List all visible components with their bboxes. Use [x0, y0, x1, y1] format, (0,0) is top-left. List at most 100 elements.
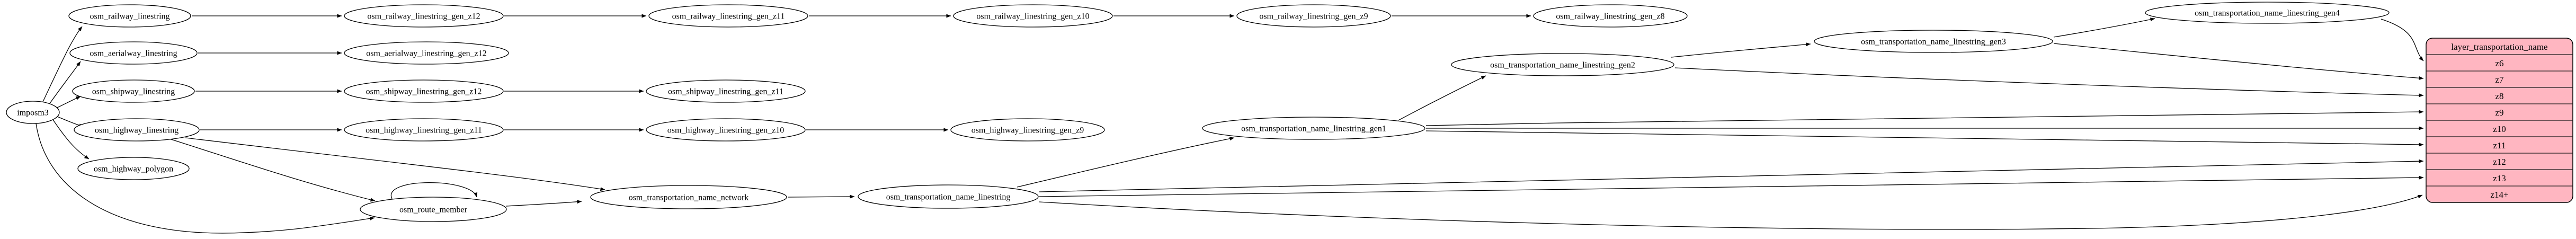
node-ellipse-osm_transportation_name_linestring_gen3: [1814, 30, 2053, 53]
node-osm_aerialway_linestring: osm_aerialway_linestring: [69, 41, 198, 65]
node-osm_highway_polygon: osm_highway_polygon: [77, 157, 190, 180]
node-label-osm_transportation_name_linestring_gen4: osm_transportation_name_linestring_gen4: [2195, 9, 2340, 18]
node-osm_shipway_linestring_gen_z12: osm_shipway_linestring_gen_z12: [344, 79, 504, 103]
node-ellipse-osm_aerialway_linestring: [69, 41, 198, 65]
node-label-osm_railway_linestring_gen_z10: osm_railway_linestring_gen_z10: [976, 12, 1089, 21]
table-row-z6: z6: [2495, 58, 2503, 68]
node-ellipse-osm_railway_linestring: [68, 4, 191, 28]
node-ellipse-osm_transportation_name_network: [590, 185, 787, 209]
node-osm_shipway_linestring: osm_shipway_linestring: [72, 79, 195, 103]
edge-osm_transportation_name_linestring_gen1-to-osm_transportation_name_linestring_gen2: [1398, 75, 1486, 121]
node-label-osm_transportation_name_linestring_gen2: osm_transportation_name_linestring_gen2: [1490, 61, 1635, 70]
node-osm_aerialway_linestring_gen_z12: osm_aerialway_linestring_gen_z12: [344, 41, 509, 65]
node-ellipse-osm_transportation_name_linestring: [858, 184, 1039, 209]
node-ellipse-osm_railway_linestring_gen_z9: [1236, 4, 1391, 28]
node-osm_railway_linestring_gen_z10: osm_railway_linestring_gen_z10: [953, 4, 1113, 28]
node-label-osm_highway_linestring_gen_z11: osm_highway_linestring_gen_z11: [366, 126, 482, 135]
node-label-imposm3: imposm3: [17, 109, 49, 118]
node-osm_highway_linestring_gen_z11: osm_highway_linestring_gen_z11: [344, 118, 504, 141]
node-ellipse-osm_highway_linestring_gen_z11: [344, 118, 504, 141]
node-label-osm_shipway_linestring_gen_z11: osm_shipway_linestring_gen_z11: [668, 87, 783, 96]
table-row-z10: z10: [2493, 124, 2506, 134]
node-ellipse-osm_highway_polygon: [77, 157, 190, 180]
node-label-osm_shipway_linestring: osm_shipway_linestring: [92, 87, 175, 96]
node-label-osm_route_member: osm_route_member: [399, 206, 468, 215]
node-osm_railway_linestring_gen_z11: osm_railway_linestring_gen_z11: [648, 4, 808, 28]
edge-osm_transportation_name_linestring_gen1-to-row-z11: [1425, 130, 2424, 147]
node-osm_transportation_name_linestring_gen1: osm_transportation_name_linestring_gen1: [1202, 117, 1425, 140]
node-osm_railway_linestring_gen_z8: osm_railway_linestring_gen_z8: [1533, 4, 1688, 28]
node-imposm3: imposm3: [6, 101, 60, 124]
edge-osm_highway_linestring-to-osm_transportation_name_network: [185, 137, 605, 191]
table-row-z9: z9: [2495, 108, 2503, 118]
table-layer: layer_transportation_namez6z7z8z9z10z11z…: [2426, 38, 2573, 203]
node-osm_transportation_name_linestring_gen3: osm_transportation_name_linestring_gen3: [1814, 30, 2053, 53]
nodes-layer: imposm3 osm_railway_linestring osm_railway…: [6, 2, 2390, 222]
table-row-z11: z11: [2493, 140, 2506, 151]
table-row-z13: z13: [2493, 173, 2506, 183]
node-osm_railway_linestring_gen_z12: osm_railway_linestring_gen_z12: [344, 4, 504, 28]
node-label-osm_transportation_name_network: osm_transportation_name_network: [629, 193, 749, 202]
node-osm_route_member: osm_route_member: [360, 197, 507, 222]
node-osm_transportation_name_linestring_gen4: osm_transportation_name_linestring_gen4: [2145, 2, 2390, 24]
node-osm_highway_linestring_gen_z10: osm_highway_linestring_gen_z10: [646, 118, 806, 141]
edge-osm_transportation_name_linestring-to-row-z12: [1039, 159, 2424, 192]
edge-osm_transportation_name_linestring_gen2-to-osm_transportation_name_linestring_gen3: [1671, 42, 1811, 58]
node-label-osm_transportation_name_linestring_gen1: osm_transportation_name_linestring_gen1: [1241, 125, 1386, 134]
node-label-osm_railway_linestring_gen_z11: osm_railway_linestring_gen_z11: [672, 12, 785, 21]
node-label-osm_aerialway_linestring: osm_aerialway_linestring: [90, 49, 177, 58]
edge-osm_route_member-to-osm_transportation_name_network: [505, 200, 582, 207]
node-label-osm_highway_linestring: osm_highway_linestring: [95, 126, 179, 135]
edge-imposm3-to-osm_railway_linestring: [42, 26, 83, 103]
node-osm_shipway_linestring_gen_z11: osm_shipway_linestring_gen_z11: [646, 79, 806, 103]
edge-imposm3-to-osm_route_member: [35, 123, 375, 234]
node-ellipse-osm_railway_linestring_gen_z12: [344, 4, 504, 28]
node-osm_highway_linestring_gen_z9: osm_highway_linestring_gen_z9: [950, 118, 1105, 141]
node-label-osm_transportation_name_linestring: osm_transportation_name_linestring: [886, 193, 1011, 202]
node-ellipse-osm_railway_linestring_gen_z10: [953, 4, 1113, 28]
node-ellipse-osm_highway_linestring_gen_z10: [646, 118, 806, 141]
node-label-osm_highway_linestring_gen_z10: osm_highway_linestring_gen_z10: [667, 126, 784, 135]
node-osm_railway_linestring_gen_z9: osm_railway_linestring_gen_z9: [1236, 4, 1391, 28]
node-ellipse-osm_route_member: [360, 197, 507, 222]
node-label-osm_transportation_name_linestring_gen3: osm_transportation_name_linestring_gen3: [1861, 38, 2006, 47]
edge-imposm3-to-osm_highway_polygon: [52, 119, 90, 160]
node-label-osm_railway_linestring_gen_z8: osm_railway_linestring_gen_z8: [1556, 12, 1664, 21]
node-osm_transportation_name_network: osm_transportation_name_network: [590, 185, 787, 209]
node-ellipse-osm_transportation_name_linestring_gen2: [1451, 53, 1674, 76]
table-row-z12: z12: [2493, 157, 2506, 167]
edge-osm_transportation_name_linestring-to-osm_transportation_name_linestring_gen1: [1017, 137, 1235, 188]
table-row-z7: z7: [2495, 75, 2504, 85]
table-row-z14plus: z14+: [2490, 190, 2508, 200]
node-ellipse-osm_shipway_linestring_gen_z12: [344, 79, 504, 103]
node-osm_transportation_name_linestring: osm_transportation_name_linestring: [858, 184, 1039, 209]
node-ellipse-osm_transportation_name_linestring_gen4: [2145, 2, 2390, 24]
node-label-osm_aerialway_linestring_gen_z12: osm_aerialway_linestring_gen_z12: [366, 49, 487, 58]
node-ellipse-osm_shipway_linestring_gen_z11: [646, 79, 806, 103]
edge-imposm3-to-osm_aerialway_linestring: [48, 61, 81, 105]
node-ellipse-osm_highway_linestring: [74, 118, 200, 141]
edge-imposm3-to-osm_shipway_linestring: [56, 96, 81, 109]
node-ellipse-osm_highway_linestring_gen_z9: [950, 118, 1105, 141]
node-ellipse-osm_railway_linestring_gen_z8: [1533, 4, 1688, 28]
edge-osm_transportation_name_linestring-to-row-z14: [1039, 194, 2423, 230]
node-osm_transportation_name_linestring_gen2: osm_transportation_name_linestring_gen2: [1451, 53, 1674, 76]
node-ellipse-imposm3: [6, 101, 60, 124]
node-label-osm_railway_linestring: osm_railway_linestring: [90, 12, 170, 21]
node-label-osm_highway_linestring_gen_z9: osm_highway_linestring_gen_z9: [971, 126, 1084, 135]
edge-osm_transportation_name_linestring_gen2-to-row-z8: [1674, 67, 2424, 98]
node-osm_railway_linestring: osm_railway_linestring: [68, 4, 191, 28]
node-ellipse-osm_aerialway_linestring_gen_z12: [344, 41, 509, 65]
edge-osm_transportation_name_linestring_gen1-to-row-z9: [1425, 110, 2424, 126]
node-ellipse-osm_railway_linestring_gen_z11: [648, 4, 808, 28]
node-label-osm_railway_linestring_gen_z9: osm_railway_linestring_gen_z9: [1259, 12, 1368, 21]
edge-osm_transportation_name_linestring_gen3-to-osm_transportation_name_linestring_gen4: [2053, 17, 2155, 38]
edge-osm_transportation_name_linestring_gen3-to-row-z7: [2053, 43, 2424, 80]
edge-osm_route_member-to-osm_route_member: [390, 182, 478, 199]
edge-osm_transportation_name_linestring_gen4-to-row-z6: [2381, 19, 2424, 61]
node-label-osm_railway_linestring_gen_z12: osm_railway_linestring_gen_z12: [367, 12, 480, 21]
node-osm_highway_linestring: osm_highway_linestring: [74, 118, 200, 141]
node-ellipse-osm_transportation_name_linestring_gen1: [1202, 117, 1425, 140]
